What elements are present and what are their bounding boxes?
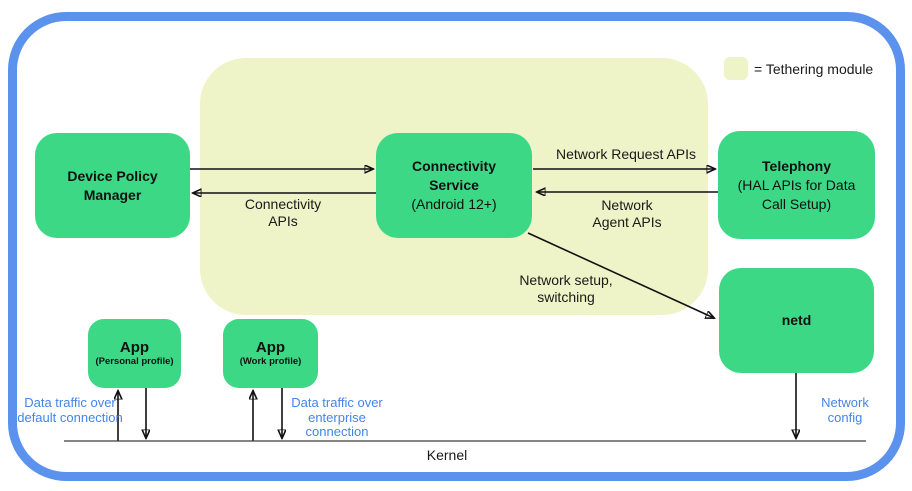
- node-title: Device Policy Manager: [67, 167, 158, 203]
- node-app-personal-profile: App (Personal profile): [88, 319, 181, 388]
- node-telephony: Telephony (HAL APIs for Data Call Setup): [718, 131, 875, 239]
- node-subtitle: (Android 12+): [411, 196, 497, 212]
- node-title: App: [255, 339, 286, 356]
- label-connectivity-apis: Connectivity APIs: [244, 196, 322, 229]
- label-kernel: Kernel: [426, 447, 468, 463]
- node-title: netd: [781, 312, 812, 328]
- label-data-traffic-default: Data traffic over default connection: [17, 395, 123, 425]
- node-title: Connectivity Service: [411, 158, 496, 193]
- legend-label: = Tethering module: [754, 61, 874, 77]
- label-network-setup-switching: Network setup, switching: [519, 272, 613, 305]
- legend-swatch: [724, 57, 748, 80]
- label-network-request-apis: Network Request APIs: [555, 146, 697, 162]
- node-title: Telephony: [762, 157, 831, 174]
- node-title: App: [119, 339, 150, 356]
- node-subtitle: (Personal profile): [95, 356, 174, 367]
- node-subtitle: (Work profile): [239, 356, 302, 367]
- label-network-agent-apis: Network Agent APIs: [592, 197, 662, 230]
- node-netd: netd: [719, 268, 874, 373]
- node-connectivity-service: Connectivity Service (Android 12+): [376, 133, 532, 238]
- label-network-config: Network config: [821, 395, 869, 425]
- node-device-policy-manager: Device Policy Manager: [35, 133, 190, 238]
- label-data-traffic-enterprise: Data traffic over enterprise connection: [291, 395, 383, 439]
- node-subtitle: (HAL APIs for Data Call Setup): [737, 176, 856, 212]
- node-app-work-profile: App (Work profile): [223, 319, 318, 388]
- device-frame-border: [8, 12, 905, 481]
